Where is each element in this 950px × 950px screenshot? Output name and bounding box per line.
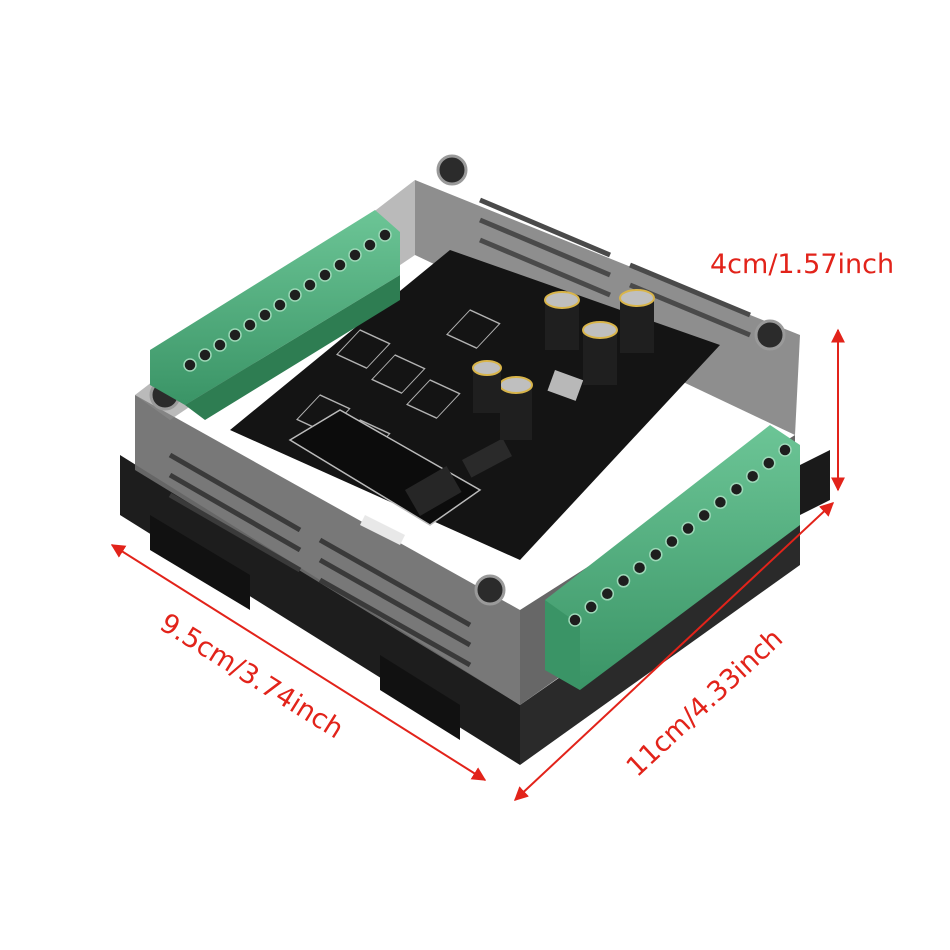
terminal-screw <box>745 469 760 483</box>
terminal-screw <box>378 228 392 242</box>
terminal-screw <box>318 268 332 282</box>
capacitor <box>582 321 618 385</box>
dimension-length-arrow <box>513 502 835 801</box>
dimension-height-label: 4cm/1.57inch <box>710 249 894 280</box>
terminal-screw <box>363 238 377 252</box>
terminal-screw <box>649 547 663 562</box>
terminal-screw <box>713 495 728 510</box>
driver-ic <box>462 438 513 478</box>
terminal-screw <box>258 308 272 322</box>
dimension-height: 4cm/1.57inch <box>710 249 894 492</box>
corner-screw-hole <box>474 574 506 606</box>
terminal-screw <box>729 482 744 496</box>
terminal-screw <box>183 358 197 372</box>
terminal-screw <box>213 338 227 352</box>
terminal-screw <box>762 456 776 470</box>
programming-port <box>360 515 405 545</box>
terminal-screw <box>632 560 647 575</box>
terminal-screw <box>665 534 679 549</box>
terminal-screw <box>243 318 257 332</box>
corner-screw-hole <box>436 154 468 186</box>
terminal-screw <box>778 443 792 457</box>
microcontroller-chip <box>405 466 462 516</box>
terminal-screw <box>697 508 711 523</box>
terminal-screw <box>616 574 631 588</box>
capacitor <box>499 376 533 440</box>
terminal-screw <box>273 298 287 312</box>
terminal-block-left <box>150 210 400 420</box>
terminal-screw <box>303 278 317 292</box>
dimension-width-arrow <box>110 544 487 781</box>
terminal-screw <box>333 258 347 272</box>
capacitors <box>472 289 655 440</box>
terminal-screw <box>348 248 362 262</box>
vent-slots-back <box>479 197 751 338</box>
terminal-screw <box>198 348 212 362</box>
terminal-screw <box>228 328 242 342</box>
capacitor <box>544 291 580 350</box>
terminal-screw <box>288 288 302 302</box>
capacitor <box>472 360 502 413</box>
terminal-screw <box>681 521 695 536</box>
voltage-regulator <box>547 370 584 401</box>
terminal-screw <box>600 587 615 601</box>
terminal-screw <box>584 600 598 614</box>
corner-screw-hole <box>754 319 786 351</box>
capacitor <box>619 289 655 353</box>
terminal-screw <box>568 613 582 627</box>
